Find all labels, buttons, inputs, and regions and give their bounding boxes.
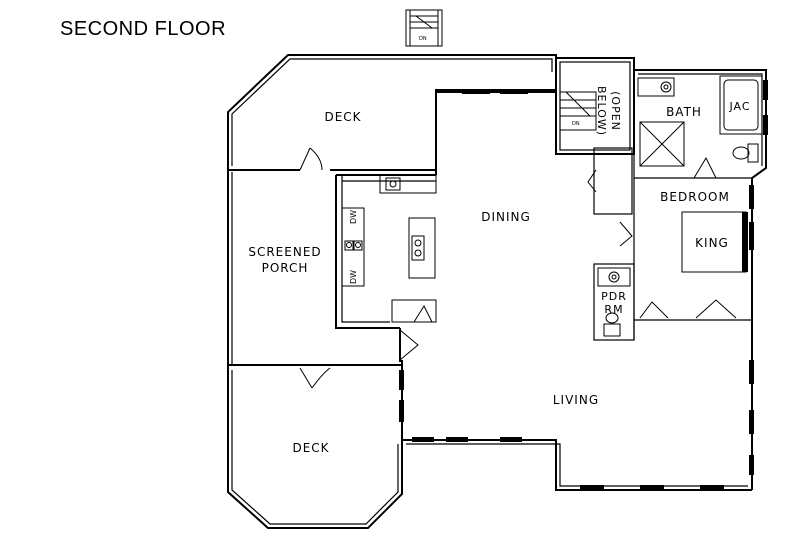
room-label-pdr: PDR	[601, 290, 627, 303]
room-label-deck-top: DECK	[324, 110, 361, 124]
exterior-stairs: DN	[405, 9, 443, 47]
room-label-bedroom: BEDROOM	[660, 190, 730, 204]
room-label-rm: RM	[604, 303, 623, 316]
stairs-label-mid: DN	[572, 121, 580, 127]
jacuzzi-label: JAC	[728, 100, 750, 113]
room-label-screened: SCREENED	[248, 245, 321, 259]
building-walls	[228, 57, 767, 491]
interior-stairs: DN	[559, 91, 597, 131]
room-label-bath: BATH	[666, 105, 702, 119]
floor-title: SECOND FLOOR	[60, 18, 226, 40]
room-label-porch: PORCH	[262, 261, 309, 275]
dishwasher-label-upper: DW	[349, 210, 358, 224]
window-marks	[399, 80, 768, 490]
upper-deck	[227, 54, 557, 171]
room-label-dining: DINING	[481, 210, 531, 224]
stairs-label-top: DN	[419, 36, 427, 42]
room-label-living: LIVING	[553, 393, 599, 407]
kitchen	[341, 174, 437, 361]
screened-porch	[227, 170, 233, 368]
bath	[633, 70, 763, 179]
room-label-deck-bottom: DECK	[292, 441, 329, 455]
dishwasher-label-lower: DW	[349, 270, 358, 284]
hall-closet	[587, 147, 633, 247]
lower-deck	[227, 367, 403, 529]
open-below-line1: (OPEN	[609, 91, 622, 131]
powder-room	[593, 263, 635, 341]
open-below-line2: BELOW)	[595, 86, 608, 136]
bed-label: KING	[695, 236, 729, 250]
